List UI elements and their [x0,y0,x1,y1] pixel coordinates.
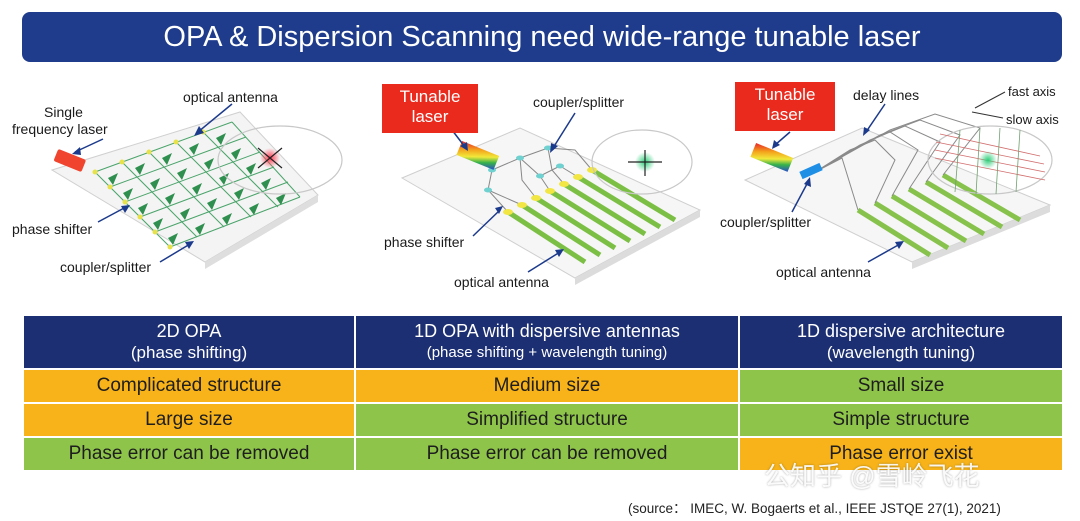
panel3-beam-ellipse [927,125,1053,195]
panel1-beam-ellipse [217,125,343,195]
panel3-optical-antenna-label: optical antenna [776,264,871,280]
header-1d-dispersive-subtitle: (wavelength tuning) [826,343,976,362]
table-row: Large size Simplified structure Simple s… [22,402,1064,438]
header-1d-opa-title: 1D OPA with dispersive antennas [414,321,680,341]
table-cell: Simplified structure [354,402,740,438]
header-2d-opa-subtitle: (phase shifting) [130,343,248,362]
panel3-tunable-laser-text-2: laser [766,105,804,124]
table-cell: Small size [738,368,1064,404]
panel2-splitter-tree [487,147,593,213]
header-2d-opa: 2D OPA (phase shifting) [22,314,356,370]
table-cell: Large size [22,402,356,438]
table-cell: Phase error exist [738,436,1064,472]
panel3-coupler-label: coupler/splitter [720,214,812,230]
header-1d-dispersive-architecture: 1D dispersive architecture (wavelength t… [738,314,1064,370]
panel1-phase-shifters [92,129,206,250]
panel1-single-laser-label-2: frequency laser [12,121,108,137]
panel3-delay-lines-label: delay lines [853,87,920,103]
table-cell: Phase error can be removed [354,436,740,472]
panel3-chip [743,91,1053,269]
panel2-antennas [506,167,677,265]
title-banner: OPA & Dispersion Scanning need wide-rang… [22,12,1062,62]
header-1d-opa-subtitle: (phase shifting + wavelength tuning) [426,344,668,361]
panel1-single-laser-label: Single [44,104,83,120]
panel1-single-laser-chip [54,149,86,172]
panel3-delay-lines [814,113,981,211]
table-cell: Complicated structure [22,368,356,404]
panel3-tunable-laser-box: Tunable laser [735,82,835,131]
panel2-phase-shifter-label: phase shifter [384,234,465,250]
header-2d-opa-title: 2D OPA [156,321,222,341]
table-cell: Phase error can be removed [22,436,356,472]
table-header-row: 2D OPA (phase shifting) 1D OPA with disp… [22,314,1064,370]
watermark: 公知乎 @雪岭飞花 [764,461,980,491]
panel2-beam-ellipse [591,129,693,195]
panel1-phase-shifter-label: phase shifter [12,221,93,237]
panel1-antennas [108,133,286,245]
header-1d-opa-dispersive: 1D OPA with dispersive antennas (phase s… [354,314,740,370]
header-1d-dispersive-title: 1D dispersive architecture [796,321,1006,341]
table-cell: Medium size [354,368,740,404]
panel2-optical-antenna-label: optical antenna [454,274,549,290]
panel3-slow-axis-label: slow axis [1006,112,1059,127]
source-citation: (source： IMEC, W. Bogaerts et al., IEEE … [628,501,1001,516]
illustrations [50,91,1053,285]
table-cell: Simple structure [738,402,1064,438]
panel1-chip [50,103,343,269]
panel3-coupler [799,162,823,180]
panel3-fast-axis-label: fast axis [1008,84,1056,99]
comparison-table: 2D OPA (phase shifting) 1D OPA with disp… [22,314,1064,472]
panel2-chip [400,112,702,285]
panel2-phase-shifter-dots [503,167,597,215]
panel2-tunable-laser-box: Tunable laser [382,84,478,133]
panel1-coupler-label: coupler/splitter [60,259,152,275]
panel2-tunable-laser-text: Tunable [399,87,461,106]
panel3-tunable-laser-chip [750,143,794,172]
panel3-antennas [856,172,1022,258]
panel2-coupler-label: coupler/splitter [533,94,625,110]
table-row: Complicated structure Medium size Small … [22,368,1064,404]
panel1-optical-antenna-label: optical antenna [183,89,278,105]
panel3-tunable-laser-text: Tunable [754,85,816,104]
panel2-tunable-laser-text-2: laser [411,107,449,126]
table-row: Phase error can be removed Phase error c… [22,436,1064,472]
